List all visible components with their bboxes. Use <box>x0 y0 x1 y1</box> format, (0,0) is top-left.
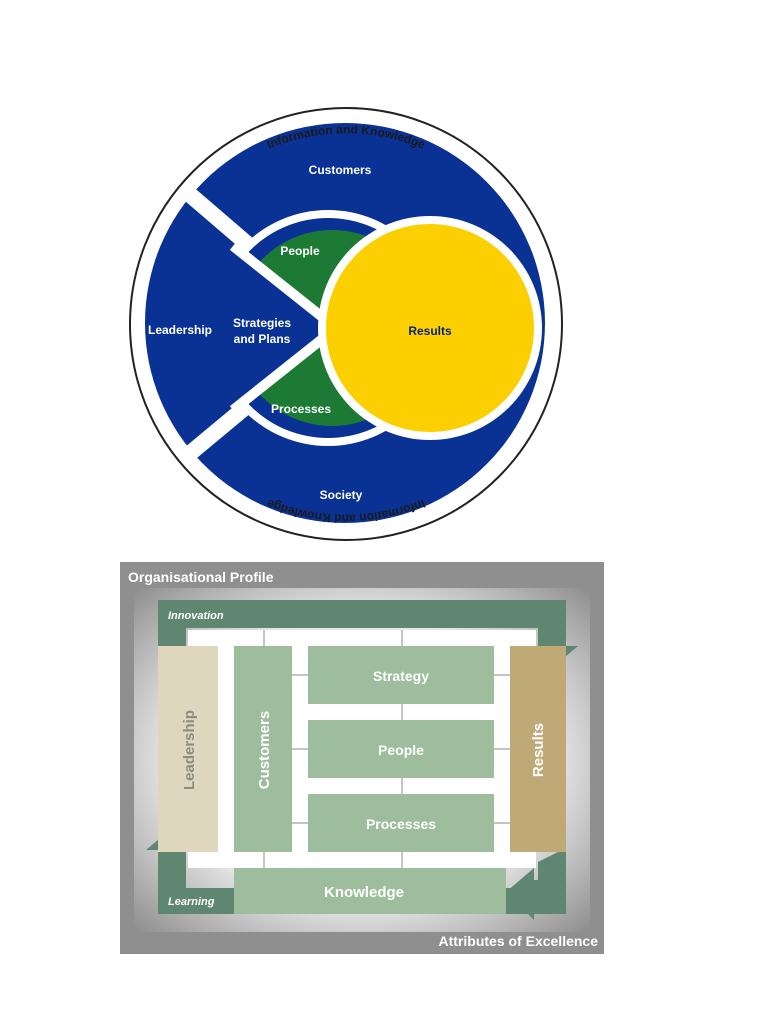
people-label: People <box>280 244 320 258</box>
results-box <box>510 646 566 852</box>
leadership-box <box>158 646 218 852</box>
strategy-box <box>308 646 494 704</box>
strategy-label: Strategy <box>373 668 429 684</box>
knowledge-bar <box>234 868 506 914</box>
strategies-label-line2: and Plans <box>234 332 291 346</box>
business-excellence-framework: Organisational Profile Attributes of Exc… <box>120 562 604 954</box>
customers-label: Customers <box>309 163 372 177</box>
customers-label: Customers <box>256 711 273 789</box>
people-box <box>308 720 494 778</box>
results-label: Results <box>408 324 452 338</box>
learning-label: Learning <box>168 896 215 908</box>
attributes-of-excellence-footer: Attributes of Excellence <box>439 933 599 949</box>
knowledge-label: Knowledge <box>324 884 404 901</box>
processes-label: Processes <box>271 402 331 416</box>
innovation-loop <box>158 600 578 668</box>
leadership-label: Leadership <box>181 710 198 790</box>
knowledge-arrow-head <box>506 868 566 920</box>
organisational-profile-title: Organisational Profile <box>128 569 274 585</box>
strategies-label-line1: Strategies <box>233 316 291 330</box>
society-label: Society <box>320 488 363 502</box>
innovation-label: Innovation <box>168 610 224 622</box>
processes-box <box>308 794 494 852</box>
people-label: People <box>378 742 424 758</box>
results-circle <box>326 224 534 432</box>
customers-box <box>234 646 292 852</box>
processes-label: Processes <box>366 816 436 832</box>
leadership-label: Leadership <box>148 323 212 337</box>
circular-excellence-model: Information and Knowledge Information an… <box>129 107 563 541</box>
results-label: Results <box>530 723 547 777</box>
